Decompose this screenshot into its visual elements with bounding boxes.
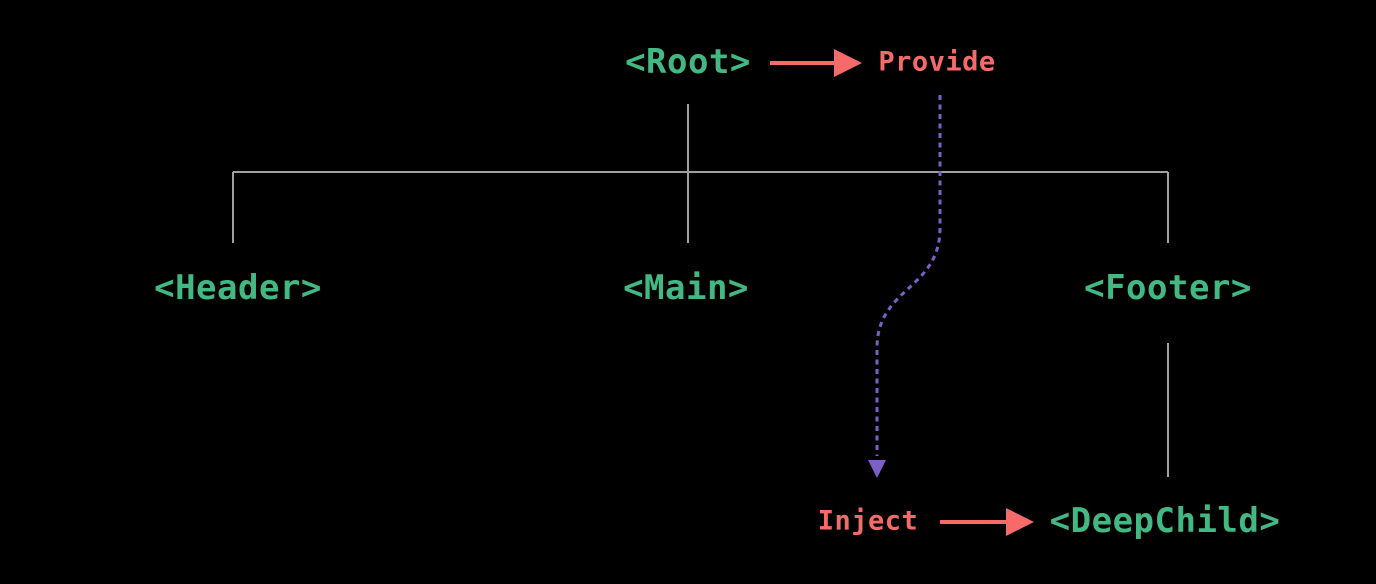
flow-dashed-path: [875, 95, 942, 456]
provide-arrow-head: [834, 49, 862, 77]
node-root: <Root>: [625, 42, 751, 82]
node-header: <Header>: [154, 268, 322, 308]
provide-label: Provide: [878, 46, 996, 78]
provide-arrow-icon: [770, 49, 862, 77]
tree-connectors: [232, 104, 1169, 477]
provide-to-inject-flow: [868, 95, 942, 478]
flow-arrow-head: [868, 460, 886, 478]
node-main: <Main>: [623, 268, 749, 308]
inject-arrow-head: [1006, 508, 1034, 536]
node-deepchild: <DeepChild>: [1049, 501, 1281, 541]
inject-label: Inject: [817, 505, 919, 537]
node-footer: <Footer>: [1084, 268, 1252, 308]
inject-arrow-icon: [940, 508, 1034, 536]
